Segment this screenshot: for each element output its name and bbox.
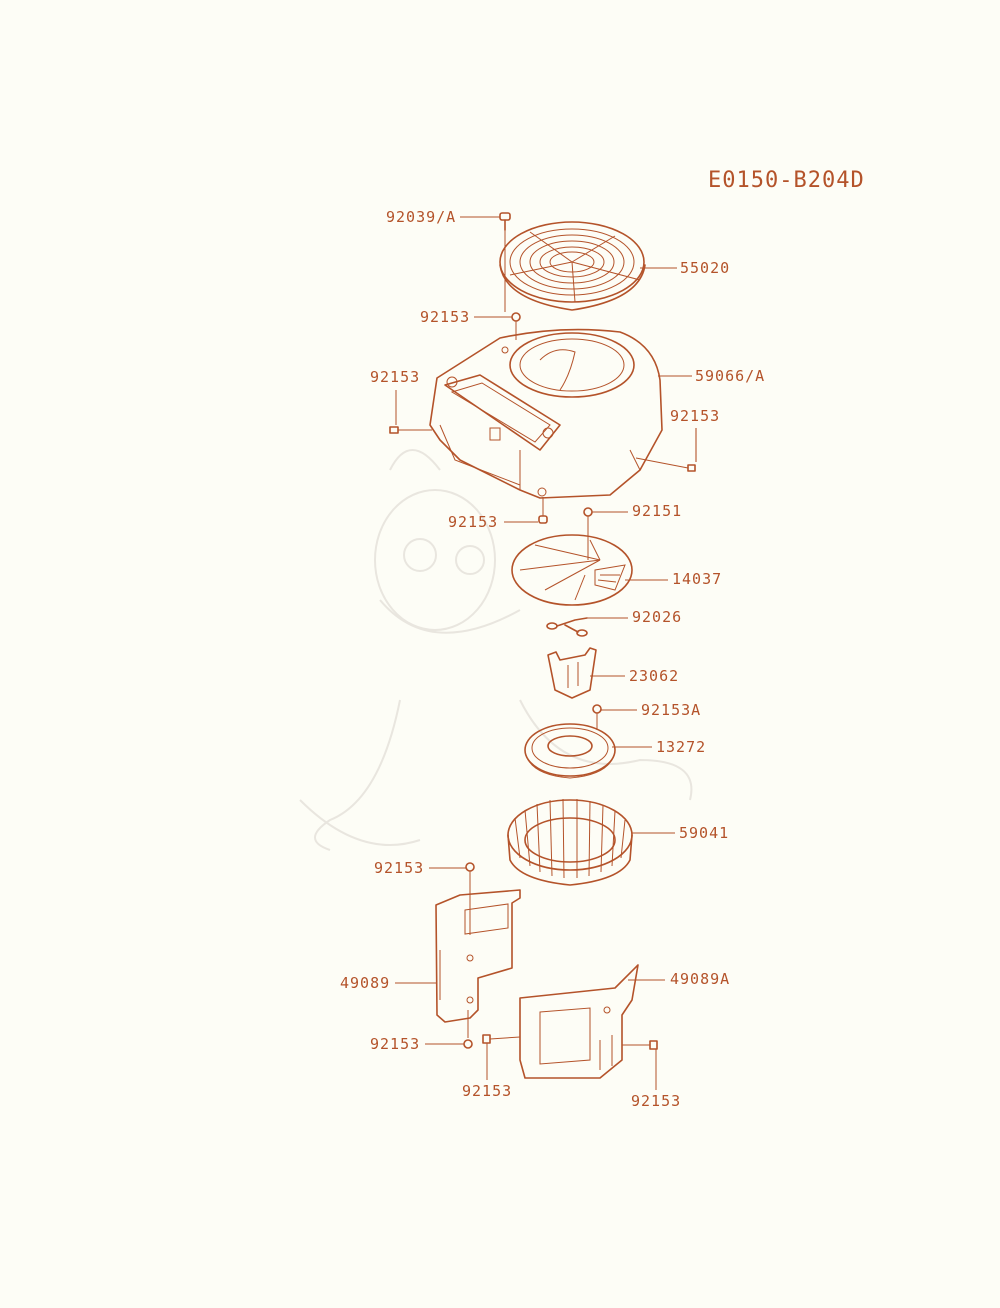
- disc-13272-icon: [524, 723, 616, 779]
- watermark-mascot-icon: [299, 449, 693, 851]
- bolt-92153-icon: [622, 1040, 658, 1090]
- part-label-92151[interactable]: 92151: [632, 502, 683, 520]
- bolt-92153-icon: [463, 1010, 473, 1049]
- part-label-92153[interactable]: 92153: [370, 368, 421, 386]
- part-label-92039a[interactable]: 92039/A: [386, 208, 457, 226]
- part-label-92153[interactable]: 92153: [670, 407, 721, 425]
- screw-92151-icon: [583, 507, 593, 560]
- flywheel-fan-59041-icon: [507, 798, 633, 886]
- shroud-49089a-icon: [519, 964, 639, 1079]
- part-label-92153[interactable]: 92153: [370, 1035, 421, 1053]
- screen-55020-icon: [499, 221, 646, 312]
- part-label-49089[interactable]: 49089: [340, 974, 391, 992]
- part-label-92153[interactable]: 92153: [420, 308, 471, 326]
- part-label-13272[interactable]: 13272: [656, 738, 707, 756]
- screw-92153a-icon: [592, 704, 602, 730]
- part-label-92153[interactable]: 92153: [462, 1082, 513, 1100]
- part-label-92153[interactable]: 92153: [448, 513, 499, 531]
- part-outlines: [389, 212, 697, 1090]
- bolt-92153-icon: [482, 1034, 521, 1080]
- part-label-14037[interactable]: 14037: [672, 570, 723, 588]
- part-label-55020[interactable]: 55020: [680, 259, 731, 277]
- part-label-59066a[interactable]: 59066/A: [695, 367, 766, 385]
- part-label-59041[interactable]: 59041: [679, 824, 730, 842]
- part-label-23062[interactable]: 23062: [629, 667, 680, 685]
- clip-92026-icon: [546, 617, 588, 637]
- screw-92039a-icon: [499, 212, 511, 231]
- bolt-92153-icon: [538, 497, 548, 524]
- part-label-92153a[interactable]: 92153A: [641, 701, 702, 719]
- housing-59066a-icon: [429, 328, 663, 499]
- bracket-23062-icon: [547, 647, 597, 699]
- shroud-49089-icon: [435, 889, 521, 1023]
- bolt-92153-icon: [635, 457, 696, 472]
- part-label-92153[interactable]: 92153: [374, 859, 425, 877]
- diagram-code: E0150-B204D: [708, 168, 865, 193]
- part-label-49089a[interactable]: 49089A: [670, 970, 731, 988]
- bolt-92153-icon: [465, 862, 475, 935]
- bolt-92153-icon: [389, 390, 432, 434]
- part-label-92026[interactable]: 92026: [632, 608, 683, 626]
- fan-plate-14037-icon: [511, 534, 633, 606]
- part-label-92153[interactable]: 92153: [631, 1092, 682, 1110]
- leader-lines: [395, 216, 697, 1045]
